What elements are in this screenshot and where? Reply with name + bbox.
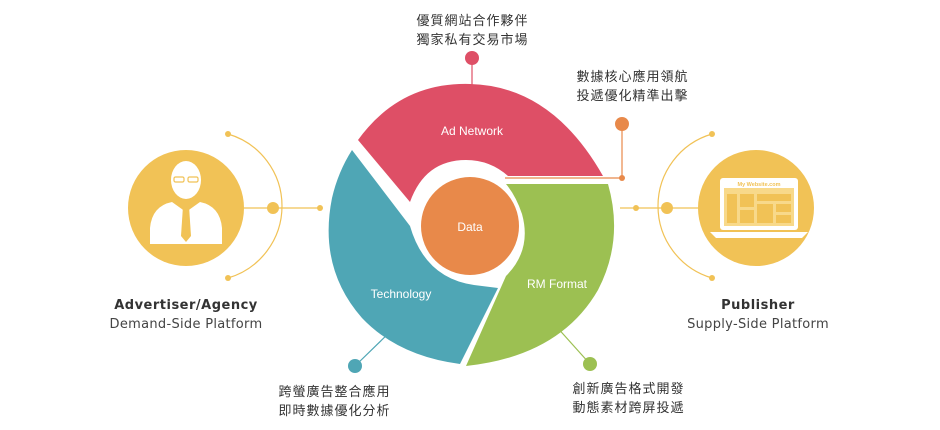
advertiser-title: Advertiser/Agency (114, 298, 258, 313)
publisher-arc (657, 133, 713, 279)
segment-ad-network (358, 83, 603, 202)
dot-right-small (619, 175, 625, 181)
dot-pub-bottom (709, 275, 715, 281)
callout-top-line1: 優質網站合作夥伴 (416, 14, 529, 29)
publisher-caption: Publisher Supply-Side Platform (668, 296, 848, 334)
dot-top (465, 51, 479, 65)
callout-bottom-left-line2: 即時數據優化分析 (278, 404, 391, 419)
dot-pub-top (709, 131, 715, 137)
dot-right (615, 117, 629, 131)
callout-right-line1: 數據核心應用領航 (576, 70, 689, 85)
label-data: Data (457, 220, 483, 234)
publisher-title: Publisher (721, 298, 795, 313)
callout-bottom-right-line1: 創新廣告格式開發 (572, 382, 685, 397)
dot-bottom-right (583, 357, 597, 371)
dot-pub-mid (661, 202, 673, 214)
dot-adv-link-end (317, 205, 323, 211)
businessman-icon (150, 161, 222, 244)
advertiser-arc (227, 133, 283, 279)
laptop-website-icon: My Website.com (710, 178, 808, 238)
callout-top: 優質網站合作夥伴 獨家私有交易市場 (400, 12, 545, 50)
dot-adv-mid (267, 202, 279, 214)
callout-bottom-right: 創新廣告格式開發 動態素材跨屏投遞 (556, 380, 701, 418)
center-data-circle (421, 177, 519, 275)
callout-top-line2: 獨家私有交易市場 (416, 33, 529, 48)
callout-right: 數據核心應用領航 投遞優化精準出擊 (560, 68, 705, 106)
advertiser-caption: Advertiser/Agency Demand-Side Platform (96, 296, 276, 334)
dot-adv-top (225, 131, 231, 137)
dot-bottom-left (348, 359, 362, 373)
label-rm-format: RM Format (527, 277, 588, 291)
segment-technology (328, 150, 498, 364)
label-technology: Technology (371, 287, 432, 301)
dot-adv-bottom (225, 275, 231, 281)
dot-pub-link-end (633, 205, 639, 211)
callout-bottom-left: 跨螢廣告整合應用 即時數據優化分析 (262, 383, 407, 421)
callout-bottom-left-line1: 跨螢廣告整合應用 (278, 385, 391, 400)
advertiser-subtitle: Demand-Side Platform (109, 317, 263, 332)
publisher-subtitle: Supply-Side Platform (687, 317, 829, 332)
callout-right-line2: 投遞優化精準出擊 (576, 89, 689, 104)
laptop-screen-text: My Website.com (738, 182, 781, 188)
callout-bottom-right-line2: 動態素材跨屏投遞 (572, 401, 685, 416)
label-ad-network: Ad Network (441, 124, 504, 138)
segment-rm-format (466, 184, 615, 366)
